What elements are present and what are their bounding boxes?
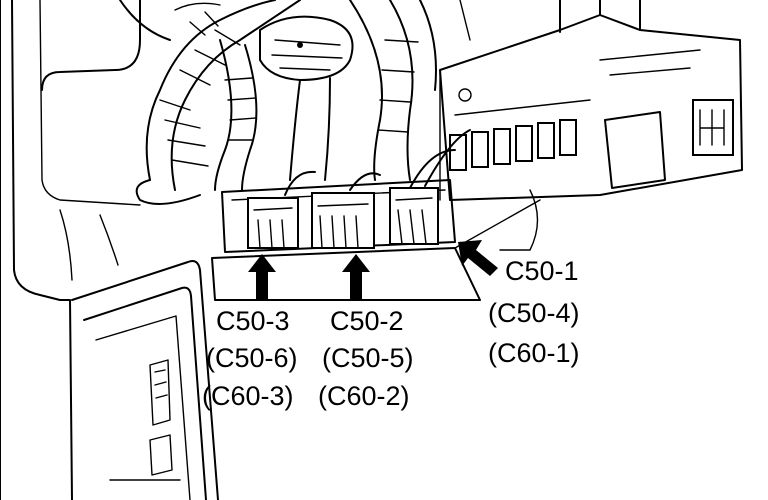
ecu-module — [221, 129, 471, 253]
label-group-right: C50-1 (C50-4) (C60-1) — [488, 256, 580, 368]
lower-left-lid — [71, 260, 219, 500]
label-group-left: C50-3 (C50-6) (C60-3) — [202, 306, 298, 411]
label-c50-2: C50-2 — [330, 306, 404, 336]
label-c60-1: (C60-1) — [488, 338, 580, 368]
label-c50-6: (C50-6) — [206, 343, 298, 373]
fuse-row — [449, 119, 577, 171]
label-c50-4: (C50-4) — [488, 298, 580, 328]
arrow-c50-3 — [248, 254, 276, 300]
connector-c50-3-body — [247, 197, 299, 249]
left-body-panel — [0, 0, 141, 500]
junction-block — [439, 0, 743, 201]
connector-c50-2-body — [311, 192, 375, 249]
arrow-c50-2 — [342, 254, 370, 300]
wiring-harness-upper — [119, 0, 301, 205]
label-c50-1: C50-1 — [505, 256, 579, 286]
lower-dash-panel — [211, 189, 541, 301]
label-c60-3: (C60-3) — [202, 381, 294, 411]
label-c50-5: (C50-5) — [322, 343, 414, 373]
connector-c50-1-body — [389, 187, 439, 245]
label-group-middle: C50-2 (C50-5) (C60-2) — [318, 306, 414, 411]
arrow-c50-1 — [458, 240, 498, 276]
label-c60-2: (C60-2) — [318, 381, 410, 411]
label-c50-3: C50-3 — [216, 306, 290, 336]
central-wiring — [259, 0, 471, 181]
pointer-arrows — [248, 240, 498, 300]
